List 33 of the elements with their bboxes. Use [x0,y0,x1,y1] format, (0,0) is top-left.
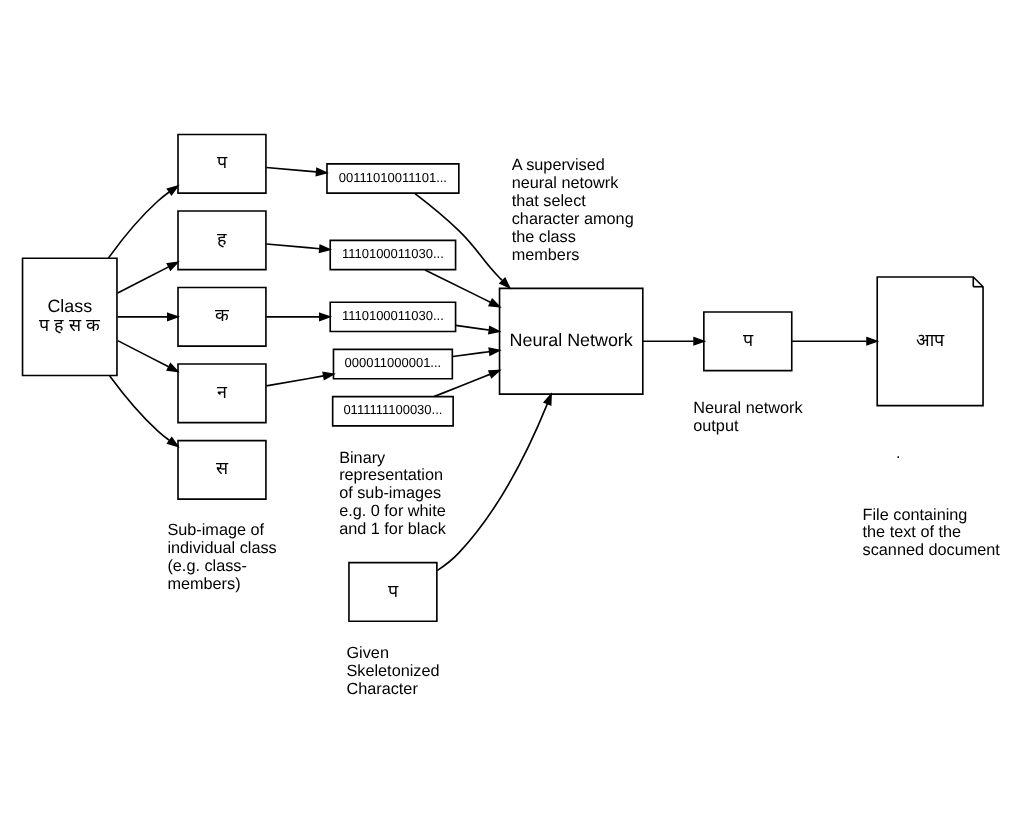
arrow [265,370,336,386]
label: File containing the text of the scanned document [862,504,1000,559]
node-box: ह [177,209,267,270]
arrow [265,311,333,321]
label: Binary representation of sub-images e.g. 0 for white and 1 for black [339,447,446,538]
label: . [895,442,901,461]
arrow [452,346,502,357]
arrow [116,338,180,372]
label: Sub-image of individual class (e.g. class-members) [167,519,277,592]
node-box: प [703,310,793,371]
label: A supervised neural netowrk that select character among the class members [511,155,634,263]
node-box: स [177,438,267,499]
arrow [454,323,502,334]
arrow [108,374,180,447]
arrow [116,260,180,293]
node-box: न [177,362,267,423]
arrow [642,335,707,345]
arrow [424,268,502,307]
arrow [265,165,329,176]
node-box: प [348,560,438,622]
node-box: Neural Network [498,286,644,394]
node-box: क [177,285,267,346]
node-box: प [177,132,267,193]
label: Neural network output [693,397,803,434]
arrow [433,368,502,397]
arrow [116,311,181,321]
arrow [265,242,333,253]
arrow [791,335,880,345]
node-box: Class प ह स क [21,256,118,376]
arrow [414,191,512,289]
arrow [436,391,552,571]
label: Given Skeletonized Character [346,642,440,697]
arrow [107,183,180,258]
